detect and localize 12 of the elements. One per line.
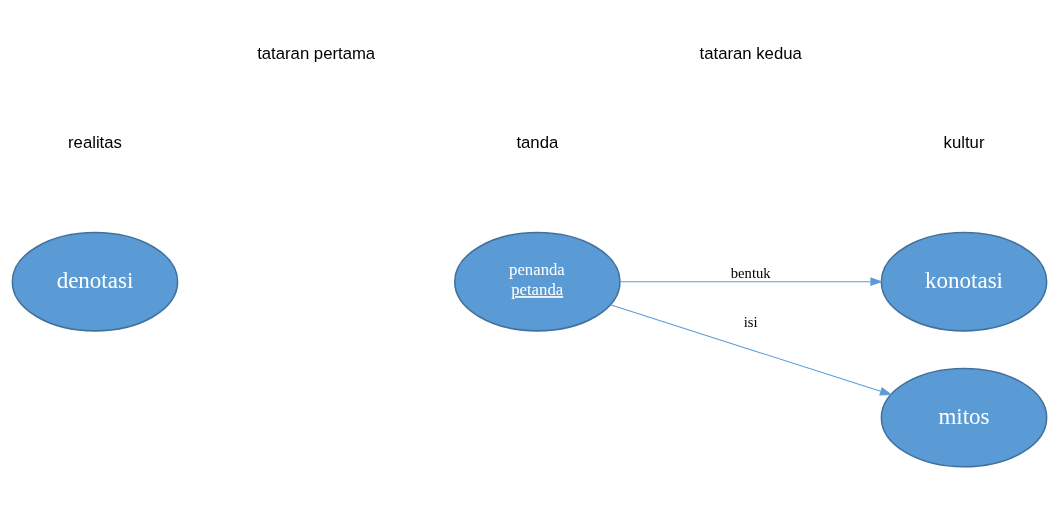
edge-label: isi	[743, 313, 758, 330]
arrow	[609, 303, 893, 395]
label: realitas	[68, 132, 122, 152]
node-ellipse: penanda petanda	[453, 231, 621, 332]
label: kultur	[943, 132, 985, 152]
node-ellipse: denotasi	[11, 231, 179, 332]
label: tataran kedua	[699, 43, 802, 63]
edge-label: bentuk	[730, 264, 771, 281]
label: tanda	[516, 132, 559, 152]
arrow	[619, 276, 883, 286]
node-ellipse: konotasi	[880, 231, 1048, 332]
label: tataran pertama	[257, 43, 376, 63]
